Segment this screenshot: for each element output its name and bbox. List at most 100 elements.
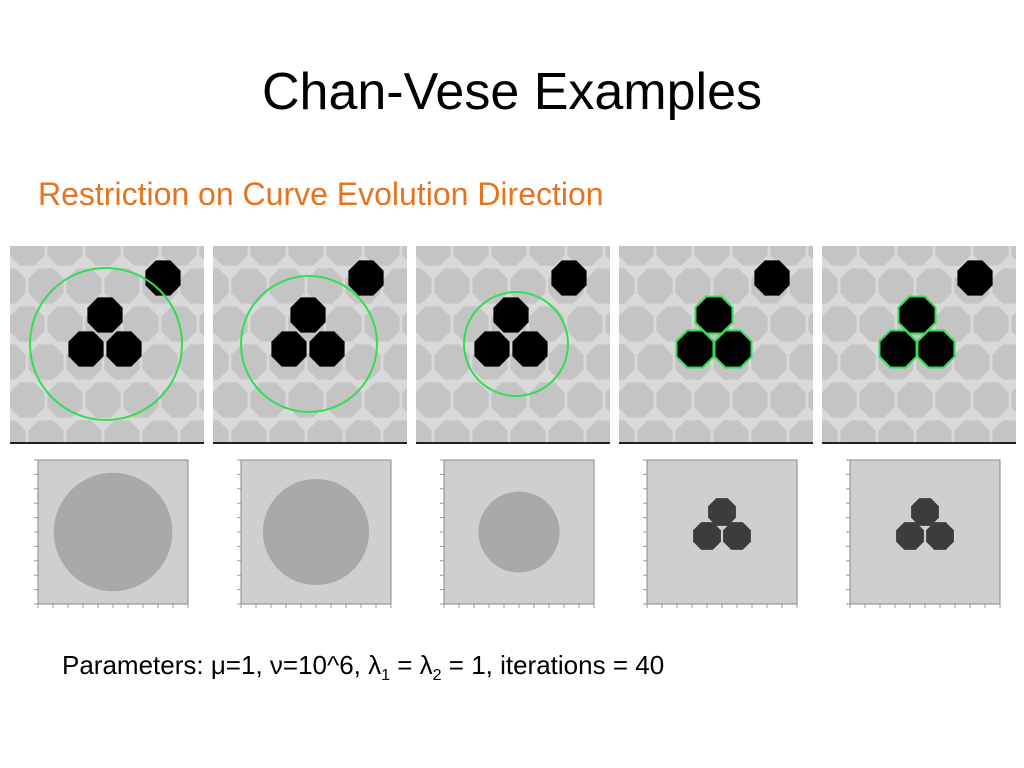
gray-disk [789,420,813,442]
gray-disk [416,246,451,266]
gray-disk [231,268,267,304]
gray-disk [416,268,432,304]
gray-disk [954,420,990,442]
gray-disk [732,382,768,418]
gray-disk [199,312,204,336]
black-disk [348,260,384,296]
levelset-region [911,498,939,526]
gray-disk [213,246,248,266]
black-disk [899,297,935,333]
gray-disk [732,246,768,266]
gray-disk [491,382,527,418]
plot-image [237,459,392,608]
gray-disk [605,312,610,336]
levelset-plot-5 [822,454,1016,624]
gray-disk [992,268,1016,304]
gray-disk [840,268,876,304]
gray-disk [916,420,952,442]
gray-disk [213,344,229,380]
gray-disk [694,382,730,418]
gray-disk [840,420,876,442]
gray-disk [28,344,64,380]
segmentation-frame-5 [822,246,1016,444]
gray-disk [199,388,204,412]
gray-disk [180,420,204,442]
plot-area [646,459,798,605]
levelset-region [723,522,751,550]
black-disk [677,331,713,367]
gray-disk [897,382,933,418]
black-disk [271,331,307,367]
gray-disk [47,246,83,266]
gray-disk [586,420,610,442]
gray-disk [66,420,102,442]
gray-disk [180,344,204,380]
levelset-plot-3 [416,454,610,624]
plot-image [643,459,798,608]
gray-disk [10,246,45,266]
gray-disk [180,268,204,304]
evolving-contour [29,267,183,421]
gray-disk [694,246,730,266]
gray-disk [472,420,508,442]
gray-disk [605,246,610,260]
gray-disk [973,382,1009,418]
gray-disk [586,344,610,380]
gray-disk [548,420,584,442]
gray-disk [789,344,813,380]
gray-disk [935,246,971,266]
gray-disk [123,246,159,266]
evolving-contour [897,295,937,335]
gray-disk [10,306,45,342]
gray-disk [28,420,64,442]
gray-disk [529,246,565,266]
slide-subtitle: Restriction on Curve Evolution Direction [38,176,604,212]
gray-disk [822,268,838,304]
gray-disk [28,268,64,304]
gray-disk [434,420,470,442]
plot-area [849,459,1001,605]
gray-disk [85,246,121,266]
parameters-text: Parameters: μ=1, ν=10^6, λ1 = λ2 = 1, it… [62,650,664,685]
levelset-plot-2 [213,454,407,624]
levelset-region [708,498,736,526]
frame-image [213,246,407,442]
gray-disk [954,344,990,380]
gray-disk [637,268,673,304]
gray-disk [878,268,914,304]
gray-disk [326,246,362,266]
gray-disk [104,268,140,304]
gray-disk [567,382,603,418]
gray-disk [567,306,603,342]
black-disk [551,260,587,296]
gray-disk [104,420,140,442]
gray-disk [992,344,1016,380]
gray-disk [434,344,470,380]
gray-disk [47,382,83,418]
gray-disk [402,246,407,260]
gray-disk [142,344,178,380]
gray-disk [586,268,610,304]
evolving-contour [675,329,715,369]
gray-disk [213,306,248,342]
lambda2-subscript: 2 [432,667,442,685]
gray-disk [453,382,489,418]
gray-disk [66,268,102,304]
frame-image [10,246,204,442]
levelset-plot-4 [619,454,813,624]
gray-disk [859,382,895,418]
levelset-region [693,522,721,550]
gray-disk [637,420,673,442]
plot-image [846,459,1001,608]
gray-disk [85,382,121,418]
gray-disk [713,268,749,304]
gray-disk [345,420,381,442]
gray-disk [859,306,895,342]
black-disk [696,297,732,333]
segmentation-frame-2 [213,246,407,444]
params-prefix: Parameters: μ=1, ν=10^6, λ [62,650,382,680]
gray-disk [231,420,267,442]
gray-disk [619,246,654,266]
gray-disk [453,306,489,342]
black-disk [512,331,548,367]
